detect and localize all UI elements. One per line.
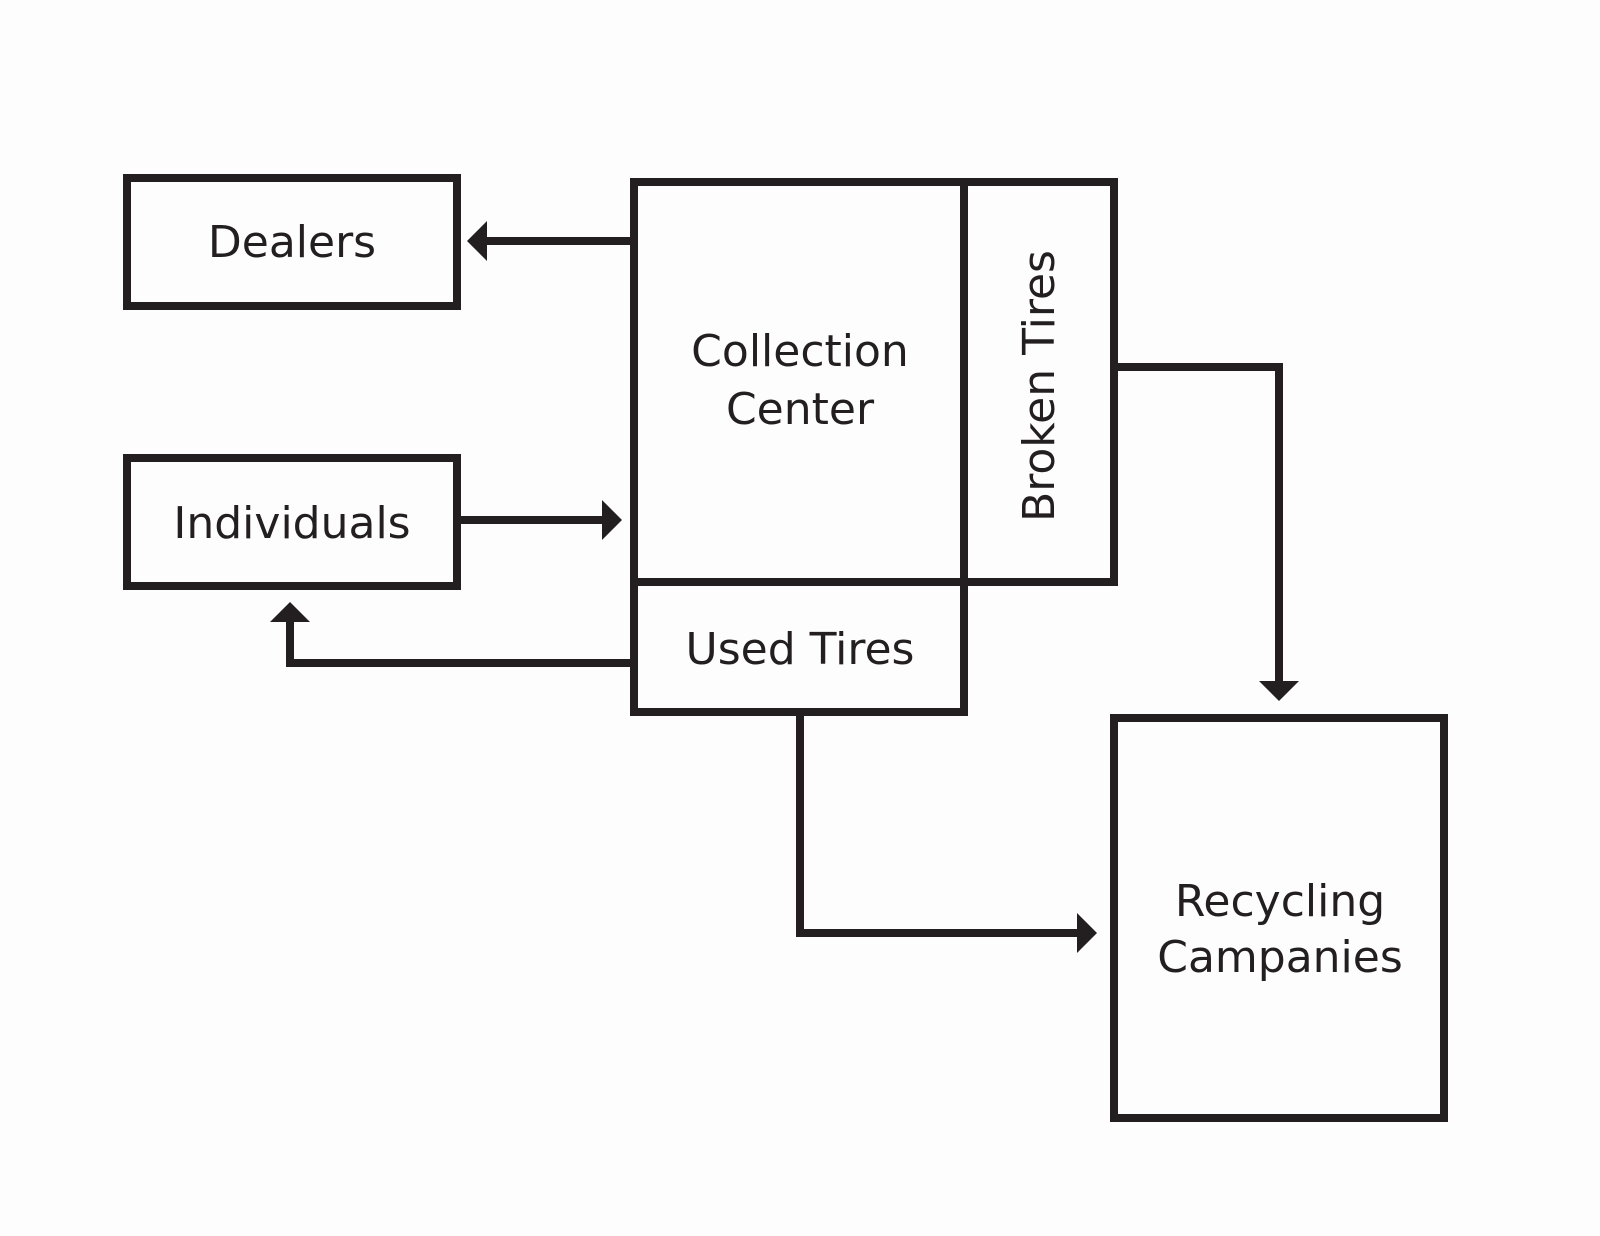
edge-used-to-individuals bbox=[270, 602, 630, 667]
node-used-tires: Used Tires bbox=[630, 578, 968, 716]
collection-center-label-line2: Center bbox=[726, 384, 875, 435]
edge-broken-to-recycling bbox=[1118, 363, 1299, 701]
broken-tires-label: Broken Tires bbox=[1014, 250, 1065, 522]
node-dealers: Dealers bbox=[123, 174, 461, 310]
edge-used-to-recycling bbox=[796, 716, 1097, 953]
node-broken-tires: Broken Tires bbox=[960, 178, 1118, 586]
arrowhead-up-icon bbox=[270, 602, 310, 622]
edge-line bbox=[796, 716, 1080, 937]
recycling-box bbox=[1110, 714, 1448, 1122]
broken-tires-box bbox=[960, 178, 1118, 586]
edge-individuals-to-collection bbox=[461, 500, 622, 540]
individuals-label: Individuals bbox=[173, 498, 410, 549]
arrowhead-right-icon bbox=[602, 500, 622, 540]
arrowhead-down-icon bbox=[1259, 681, 1299, 701]
node-recycling: Recycling Campanies bbox=[1110, 714, 1448, 1122]
used-tires-box bbox=[630, 578, 968, 716]
recycling-label-line1: Recycling bbox=[1175, 876, 1385, 927]
dealers-box bbox=[123, 174, 461, 310]
edge-line bbox=[1118, 363, 1283, 684]
collection-center-label-line1: Collection bbox=[691, 326, 909, 377]
edge-line bbox=[286, 618, 630, 667]
used-tires-label: Used Tires bbox=[686, 624, 915, 675]
node-individuals: Individuals bbox=[123, 454, 461, 590]
arrowhead-left-icon bbox=[467, 221, 487, 261]
recycling-label-line2: Campanies bbox=[1157, 932, 1403, 983]
node-collection-center: Collection Center bbox=[630, 178, 968, 586]
collection-center-box bbox=[630, 178, 968, 586]
arrowhead-right-icon bbox=[1077, 913, 1097, 953]
dealers-label: Dealers bbox=[208, 217, 376, 268]
edge-collection-to-dealers bbox=[467, 221, 630, 261]
individuals-box bbox=[123, 454, 461, 590]
